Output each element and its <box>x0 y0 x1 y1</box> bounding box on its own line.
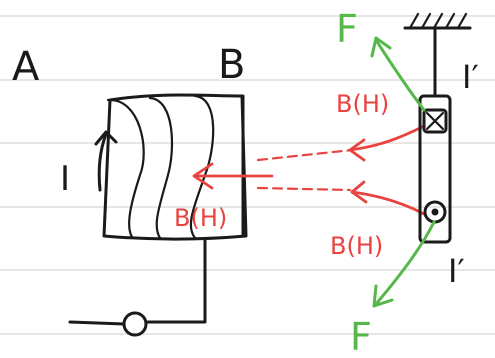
solenoid-coil <box>102 93 248 241</box>
label-a: A <box>12 44 40 90</box>
current-out-of-page-icon <box>423 200 447 224</box>
label-bh-upper: B(H) <box>336 90 389 118</box>
current-arrow-icon <box>94 130 118 192</box>
field-dashed-lines <box>256 148 354 192</box>
hanging-loop <box>403 12 472 244</box>
ruled-lines <box>0 15 495 335</box>
label-current-i: I <box>60 159 70 199</box>
label-b: B <box>218 42 245 88</box>
magnet-field-arrow <box>192 162 274 190</box>
lead-wire <box>68 238 207 337</box>
label-bh-magnet: B(H) <box>174 204 227 232</box>
label-force-bottom: F <box>350 315 372 358</box>
label-force-top: F <box>336 7 358 51</box>
current-into-page-icon <box>422 108 448 134</box>
label-i-prime-top: I′ <box>462 58 479 96</box>
force-arrow-top <box>370 36 426 112</box>
lower-field-arrow <box>350 180 426 216</box>
upper-field-arrow <box>348 124 426 162</box>
label-bh-lower: B(H) <box>330 232 383 260</box>
force-arrow-bottom <box>372 220 436 308</box>
label-i-prime-bottom: I′ <box>448 252 465 290</box>
